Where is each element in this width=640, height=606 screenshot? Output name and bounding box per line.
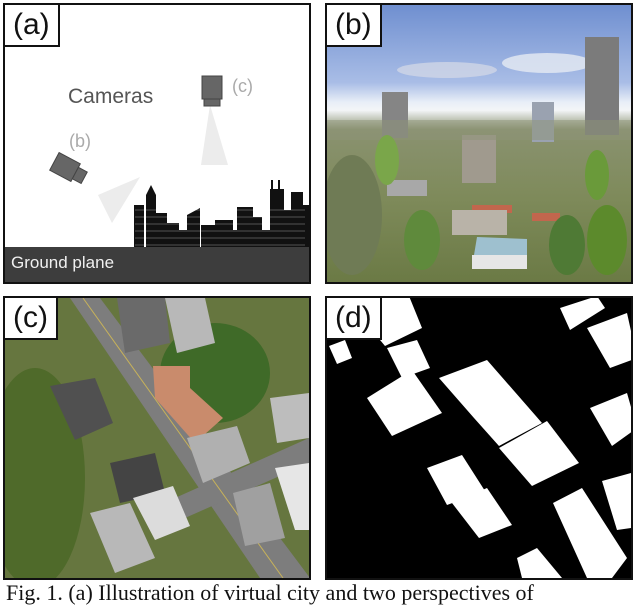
panel-label: (b) bbox=[327, 5, 382, 47]
panel-c-aerial-view: (c) bbox=[3, 296, 311, 580]
camera-c-icon bbox=[201, 75, 223, 100]
panel-b-oblique-view: (b) bbox=[325, 3, 633, 284]
frustum-c bbox=[201, 105, 228, 165]
panel-a-illustration: (a) bbox=[3, 3, 311, 284]
ground-plane: Ground plane bbox=[5, 247, 309, 282]
panel-d-building-mask: (d) bbox=[325, 296, 633, 580]
panel-label: (d) bbox=[327, 298, 382, 340]
panel-label: (c) bbox=[5, 298, 58, 340]
city-skyline-icon bbox=[134, 180, 309, 249]
frustum-b bbox=[98, 177, 140, 223]
camera-b-label: (b) bbox=[69, 131, 91, 151]
cameras-title: Cameras bbox=[68, 85, 154, 108]
panel-label: (a) bbox=[5, 5, 60, 47]
camera-c-label: (c) bbox=[232, 76, 253, 96]
city-render-image bbox=[327, 37, 631, 275]
building-mask-image bbox=[329, 298, 631, 578]
ground-plane-label: Ground plane bbox=[11, 253, 115, 272]
camera-diagram bbox=[49, 75, 309, 249]
aerial-render-image bbox=[5, 298, 309, 578]
figure-caption: Fig. 1. (a) Illustration of virtual city… bbox=[6, 580, 534, 605]
camera-b-icon bbox=[49, 151, 88, 185]
